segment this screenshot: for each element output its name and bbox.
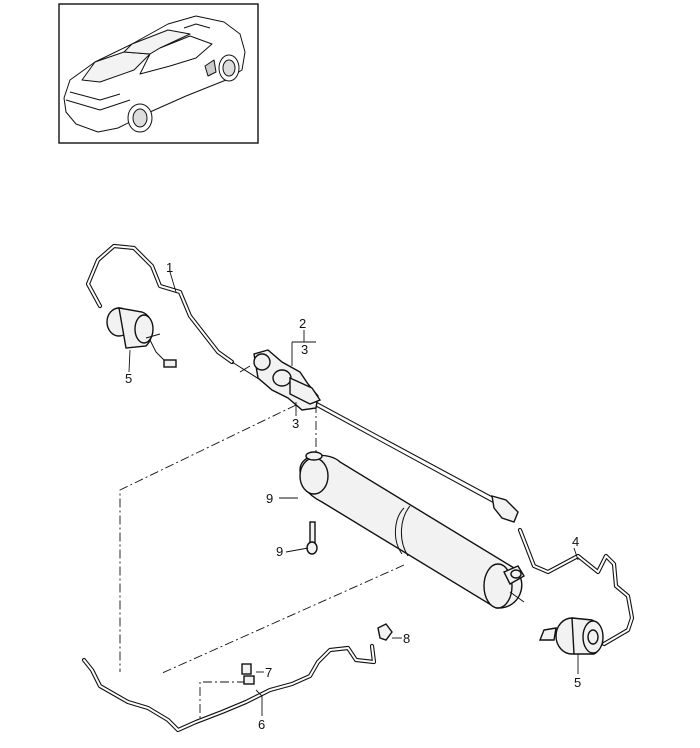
callout-1: 1 (166, 260, 173, 275)
part-7-clip (241, 663, 255, 685)
part-9-bolt (306, 521, 318, 555)
leader-lines (128, 271, 579, 716)
callout-2: 2 (299, 316, 306, 331)
part-2-valve-assembly (239, 349, 322, 411)
car-illustration (63, 15, 246, 133)
callout-9-bolt: 9 (276, 544, 283, 559)
part-5-valve-upper (106, 307, 177, 368)
callout-3-upper: 3 (301, 342, 308, 357)
part-9-canister (299, 451, 525, 609)
vehicle-thumbnail (58, 3, 259, 144)
part-6-vent-line (81, 643, 377, 733)
callout-8: 8 (403, 631, 410, 646)
part-5-valve-lower (538, 617, 604, 655)
callout-6: 6 (258, 717, 265, 732)
connection-rod (315, 401, 519, 523)
part-8-connector (377, 623, 393, 641)
callout-5-lower: 5 (574, 675, 581, 690)
callout-5-upper: 5 (125, 371, 132, 386)
callout-3-lower: 3 (292, 416, 299, 431)
callout-numbers: 1 5 2 3 3 9 9 4 5 7 8 6 (125, 260, 581, 732)
callout-9-canister: 9 (266, 491, 273, 506)
callout-4: 4 (572, 534, 579, 549)
part-4-vent-line (517, 527, 635, 647)
assembly-lines (119, 404, 405, 720)
callout-7: 7 (265, 665, 272, 680)
